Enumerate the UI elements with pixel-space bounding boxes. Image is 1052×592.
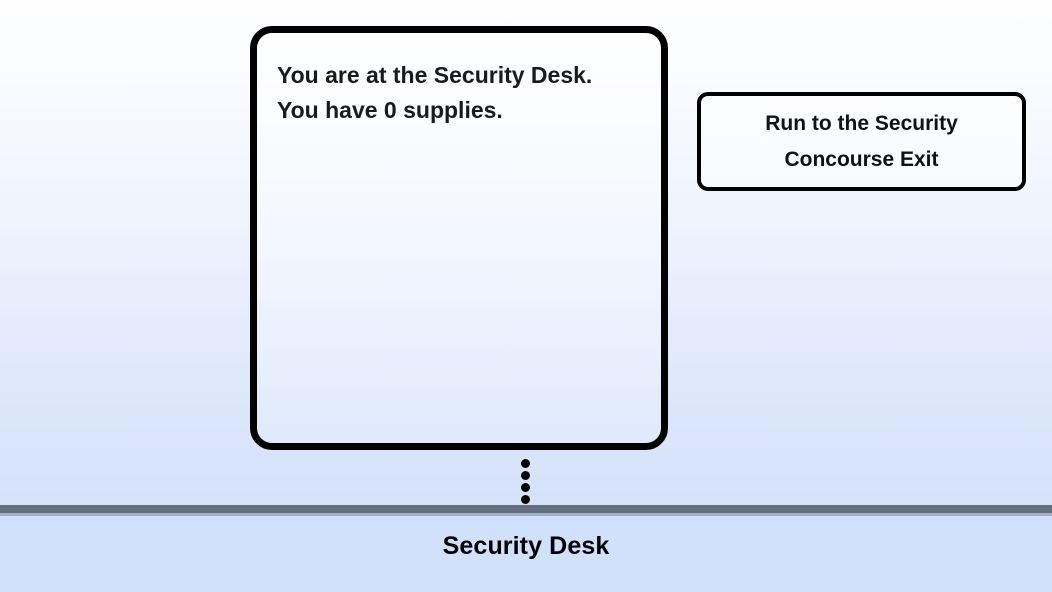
ground-area [0, 516, 1052, 592]
tail-dot-4 [521, 495, 530, 504]
ground-divider-shadow [0, 513, 1052, 516]
ground-divider-bar [0, 505, 1052, 513]
tail-dot-3 [521, 483, 530, 492]
tail-dot-1 [521, 459, 530, 468]
location-label: Security Desk [442, 532, 610, 560]
tail-dot-2 [521, 471, 530, 480]
narrative-panel: You are at the Security Desk. You have 0… [250, 26, 668, 450]
action-button-run-to-security-concourse-exit[interactable]: Run to the Security Concourse Exit [697, 92, 1026, 191]
speech-tail-dots [521, 459, 531, 505]
action-button-label: Run to the Security Concourse Exit [765, 111, 958, 171]
narrative-text: You are at the Security Desk. You have 0… [277, 62, 593, 123]
